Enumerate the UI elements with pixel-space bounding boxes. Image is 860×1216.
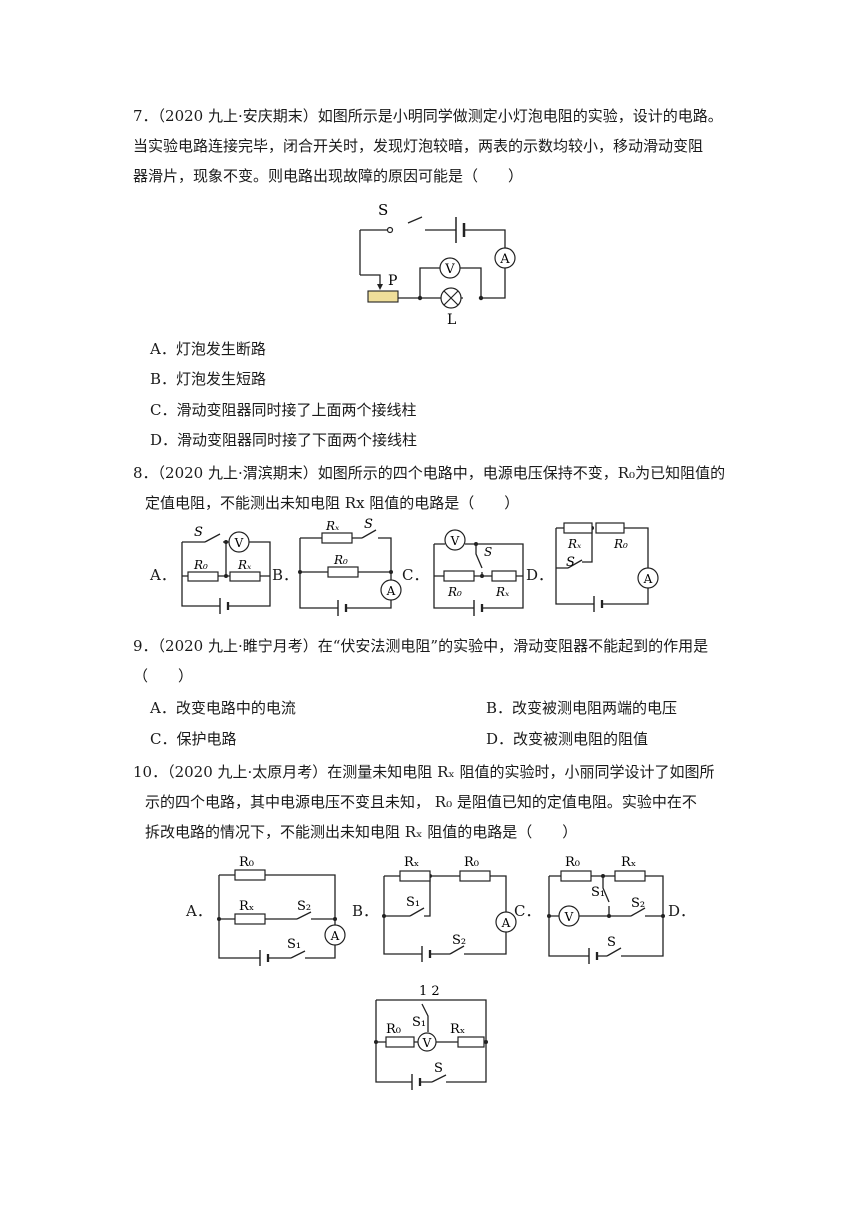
q7-lamp-icon (440, 287, 462, 309)
svg-text:Rₓ: Rₓ (495, 585, 510, 599)
svg-text:S: S (434, 1061, 443, 1076)
svg-text:Rₓ: Rₓ (237, 558, 252, 572)
svg-text:S: S (607, 935, 616, 950)
q8-circuit-c: V S R₀ Rₓ (433, 529, 524, 616)
q8-option-d-letter[interactable]: D． (526, 566, 554, 584)
q7-stem-line-2: 当实验电路连接完毕，闭合开关时，发现灯泡较暗，两表的示数均较小，移动滑动变阻 (133, 137, 704, 155)
q7-battery-icon (455, 217, 466, 243)
q9-stem-line-2: （ ） (133, 667, 194, 685)
q8-option-c-letter[interactable]: C． (402, 566, 429, 584)
svg-text:S: S (566, 555, 575, 570)
q10-option-a-letter[interactable]: A． (186, 902, 212, 920)
q7-ammeter-label: A (499, 252, 510, 267)
svg-text:S: S (484, 545, 492, 559)
svg-text:Rₓ: Rₓ (325, 519, 340, 533)
svg-text:V: V (450, 534, 460, 548)
q7-voltmeter-label: V (444, 262, 455, 277)
svg-text:Rₓ: Rₓ (567, 537, 582, 551)
q10-circuit-d: V 1 2 S₁ R₀ Rₓ S (374, 984, 488, 1090)
q9-option-b[interactable]: B．改变被测电阻两端的电压 (486, 699, 678, 717)
q7-circuit-diagram: A V S P L (359, 201, 516, 328)
q10-stem-line-1: 10．（2020 九上·太原月考）在测量未知电阻 Rₓ 阻值的实验时，小丽同学设… (133, 763, 715, 781)
q10-option-d-letter[interactable]: D． (668, 902, 696, 920)
svg-text:A: A (330, 929, 340, 943)
svg-text:A: A (643, 572, 653, 586)
q10-option-b-letter[interactable]: B． (352, 902, 379, 920)
svg-text:S₁: S₁ (591, 885, 605, 900)
q9-option-d[interactable]: D．改变被测电阻的阻值 (486, 730, 649, 748)
svg-text:1 2: 1 2 (419, 984, 440, 999)
svg-text:R₀: R₀ (565, 855, 580, 870)
q7-wires (359, 216, 506, 299)
q7-option-b[interactable]: B．灯泡发生短路 (150, 370, 267, 388)
q7-ammeter-icon: A (494, 247, 516, 269)
q10-stem-line-2: 示的四个电路，其中电源电压不变且未知， R₀ 是阻值已知的定值电阻。实验中在不 (145, 793, 697, 811)
q8-stem-line-2: 定值电阻，不能测出未知电阻 Rx 阻值的电路是（ ） (145, 494, 520, 512)
q7-slider-label: P (388, 273, 397, 289)
q9-stem-line-1: 9．（2020 九上·睢宁月考）在“伏安法测电阻”的实验中，滑动变阻器不能起到的… (133, 637, 709, 655)
svg-text:V: V (422, 1036, 432, 1050)
svg-text:Rₓ: Rₓ (621, 855, 636, 870)
q8-circuit-b: A Rₓ S R₀ (298, 517, 402, 616)
svg-text:S: S (364, 517, 373, 532)
q10-stem-line-3: 拆改电路的情况下，不能测出未知电阻 Rₓ 阻值的电路是（ ） (145, 823, 578, 841)
svg-text:A: A (501, 916, 511, 930)
q7-voltmeter-icon: V (439, 257, 461, 279)
svg-text:R₀: R₀ (447, 585, 462, 599)
q10-circuit-c: V R₀ Rₓ S₁ S₂ S (547, 855, 665, 964)
q8-option-b-letter[interactable]: B． (272, 566, 299, 584)
svg-text:S₂: S₂ (297, 899, 311, 914)
svg-text:S: S (194, 525, 203, 540)
svg-text:S₁: S₁ (287, 937, 301, 952)
svg-text:Rₓ: Rₓ (404, 855, 419, 870)
svg-text:Rₓ: Rₓ (239, 899, 254, 914)
q7-option-a[interactable]: A．灯泡发生断路 (150, 340, 266, 358)
svg-text:R₀: R₀ (386, 1022, 401, 1037)
svg-text:Rₓ: Rₓ (450, 1022, 465, 1037)
q7-option-c[interactable]: C．滑动变阻器同时接了上面两个接线柱 (150, 401, 417, 419)
q10-option-c-letter[interactable]: C． (514, 902, 541, 920)
q7-stem-line-3: 器滑片，现象不变。则电路出现故障的原因可能是（ ） (133, 167, 524, 185)
svg-text:R₀: R₀ (193, 558, 208, 572)
svg-text:S₂: S₂ (452, 933, 466, 948)
q8-stem-line-1: 8．（2020 九上·渭滨期末）如图所示的四个电路中，电源电压保持不变，R₀为已… (133, 464, 726, 482)
svg-text:S₂: S₂ (631, 896, 645, 911)
q7-rheostat-icon (360, 274, 399, 303)
svg-text:S₁: S₁ (406, 895, 420, 910)
q10-circuit-b: A Rₓ R₀ S₁ S₂ (382, 855, 517, 962)
svg-text:S₁: S₁ (412, 1015, 426, 1030)
q10-circuit-a: A R₀ Rₓ S₂ S₁ (217, 855, 346, 966)
q7-switch-label: S (378, 201, 388, 219)
svg-text:V: V (564, 910, 574, 924)
svg-text:R₀: R₀ (464, 855, 479, 870)
q9-option-a[interactable]: A．改变电路中的电流 (150, 699, 296, 717)
q8-circuit-d: A Rₓ R₀ S (555, 522, 659, 612)
q8-option-a-letter[interactable]: A． (150, 566, 176, 584)
svg-text:R₀: R₀ (239, 855, 254, 870)
svg-text:R₀: R₀ (333, 553, 348, 567)
q7-option-d[interactable]: D．滑动变阻器同时接了下面两个接线柱 (150, 431, 418, 449)
q8-circuit-a: V S R₀ Rₓ (181, 525, 271, 614)
q7-stem-line-1: 7．（2020 九上·安庆期末）如图所示是小明同学做测定小灯泡电阻的实验，设计的… (133, 107, 723, 125)
q7-lamp-label: L (447, 312, 456, 328)
q9-option-c[interactable]: C．保护电路 (150, 730, 237, 748)
svg-text:A: A (386, 584, 396, 598)
svg-text:V: V (234, 536, 244, 550)
svg-text:R₀: R₀ (613, 537, 628, 551)
q7-switch-terminal (386, 226, 394, 234)
